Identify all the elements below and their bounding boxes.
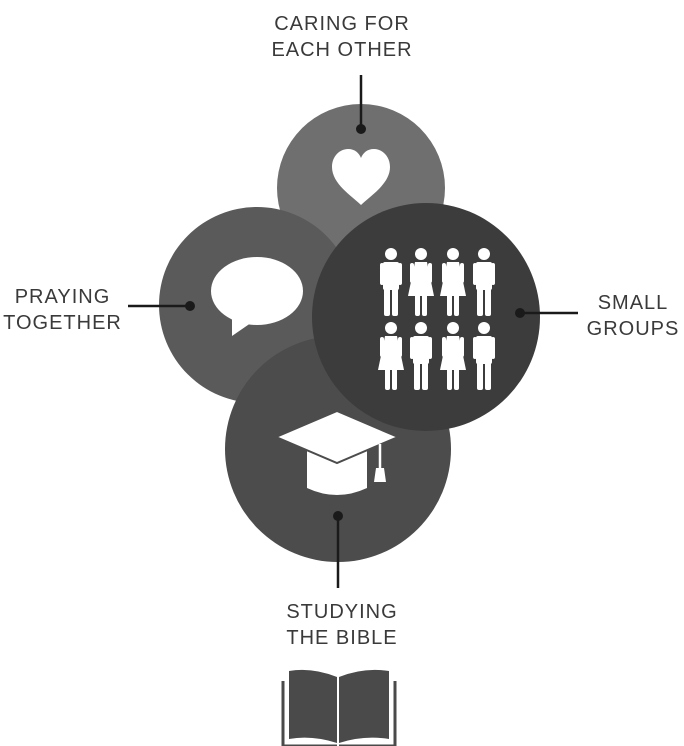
label-praying-line1: PRAYING [14,286,111,308]
connector-caring [356,75,366,134]
connector-groups [515,308,578,318]
speech-bubble-icon [211,257,303,336]
open-book-icon [281,669,397,746]
label-praying-line2: TOGETHER [3,312,122,334]
label-praying-together: PRAYING TOGETHER [0,284,125,336]
connector-praying [128,301,195,311]
label-small-groups: SMALL GROUPS [582,290,684,342]
label-caring-line1: CARING FOR [274,13,410,35]
connector-studying [333,511,343,588]
groups-circle [312,203,540,431]
label-groups-line2: GROUPS [586,318,680,340]
graduation-cap-icon [273,409,401,495]
label-studying-the-bible: STUDYING THE BIBLE [232,599,452,651]
label-caring-for-each-other: CARING FOR EACH OTHER [232,11,452,63]
heart-icon [332,149,390,205]
label-study-line1: STUDYING [286,601,398,623]
label-study-line2: THE BIBLE [286,627,398,649]
label-caring-line2: EACH OTHER [271,39,413,61]
label-groups-line1: SMALL [597,292,669,314]
